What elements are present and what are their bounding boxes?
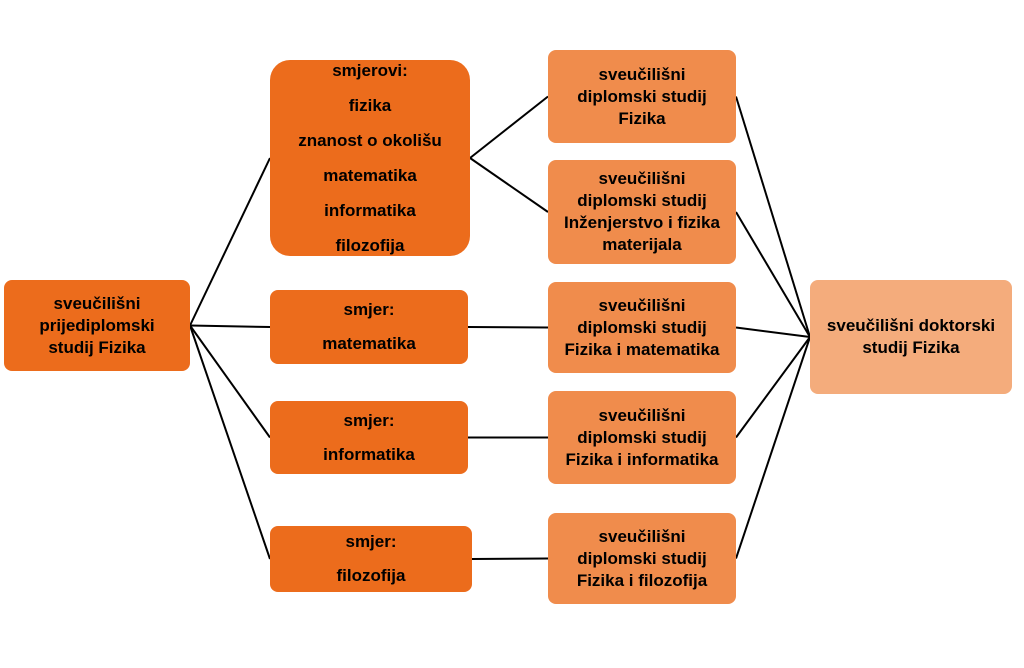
node-master-physics: sveučilišni diplomski studij Fizika xyxy=(548,50,736,143)
node-line: Inženjerstvo i fizika xyxy=(564,213,720,232)
node-line: matematika xyxy=(323,166,417,185)
node-track-philosophy: smjer: filozofija xyxy=(270,526,472,592)
connector-bachelor-to-tracks_many xyxy=(189,157,271,326)
node-line: studij Fizika xyxy=(48,337,146,357)
node-line: znanost o okolišu xyxy=(298,131,442,150)
node-line: informatika xyxy=(324,201,416,220)
node-line: smjerovi: xyxy=(332,61,408,80)
node-line: diplomski studij xyxy=(577,427,707,447)
node-doctoral-physics: sveučilišni doktorski studij Fizika xyxy=(810,280,1012,394)
node-master-physics-mathematics: sveučilišni diplomski studij Fizika i ma… xyxy=(548,282,736,373)
node-line: informatika xyxy=(323,444,415,464)
node-line: filozofija xyxy=(336,566,406,585)
node-line: sveučilišni xyxy=(598,405,686,425)
node-line: materijala xyxy=(602,235,682,254)
connector-track_math-to-master_math xyxy=(467,326,549,329)
node-master-materials: sveučilišni diplomski studij Inženjerstv… xyxy=(548,160,736,264)
connector-bachelor-to-track_math xyxy=(189,324,271,328)
connector-track_philo-to-master_philo xyxy=(471,557,549,560)
node-line: smjer: xyxy=(345,532,397,551)
node-track-informatics: smjer: informatika xyxy=(270,401,468,474)
node-master-physics-informatics: sveučilišni diplomski studij Fizika i in… xyxy=(548,391,736,484)
node-line: smjer: xyxy=(343,410,395,430)
node-line: diplomski studij xyxy=(577,86,707,106)
node-track-mathematics: smjer: matematika xyxy=(270,290,468,364)
node-line: fizika xyxy=(348,96,392,115)
connector-tracks_many-to-master_materials xyxy=(469,157,549,213)
connector-tracks_many-to-master_physics xyxy=(469,95,549,159)
connector-master_physics-to-doctoral xyxy=(735,96,811,338)
node-line: sveučilišni xyxy=(598,169,686,188)
node-line: Fizika i informatika xyxy=(565,449,719,469)
node-line: Fizika xyxy=(618,108,666,128)
connector-master_materials-to-doctoral xyxy=(735,211,811,338)
node-line: diplomski studij xyxy=(577,191,707,210)
node-bachelor-physics: sveučilišni prijediplomski studij Fizika xyxy=(4,280,190,371)
node-line: sveučilišni xyxy=(53,293,141,313)
node-line: sveučilišni xyxy=(598,526,686,546)
connector-bachelor-to-track_philo xyxy=(189,325,271,560)
node-line: sveučilišni xyxy=(598,295,686,315)
node-master-physics-philosophy: sveučilišni diplomski studij Fizika i fi… xyxy=(548,513,736,604)
node-line: matematika xyxy=(322,334,416,353)
node-line: studij Fizika xyxy=(862,338,960,357)
node-line: sveučilišni doktorski xyxy=(826,316,996,335)
node-line: Fizika i matematika xyxy=(564,339,720,359)
connector-master_philo-to-doctoral xyxy=(735,336,811,559)
node-tracks-list: smjerovi: fizika znanost o okolišu matem… xyxy=(270,60,470,256)
node-line: prijediplomski xyxy=(39,315,155,335)
node-line: sveučilišni xyxy=(598,64,686,84)
node-line: filozofija xyxy=(335,236,405,255)
connector-master_info-to-doctoral xyxy=(735,336,811,439)
connector-bachelor-to-track_info xyxy=(189,324,271,439)
node-line: Fizika i filozofija xyxy=(576,570,708,590)
node-line: diplomski studij xyxy=(577,317,707,337)
node-line: diplomski studij xyxy=(577,548,707,568)
node-line: smjer: xyxy=(343,300,395,319)
connector-master_math-to-doctoral xyxy=(735,326,811,338)
